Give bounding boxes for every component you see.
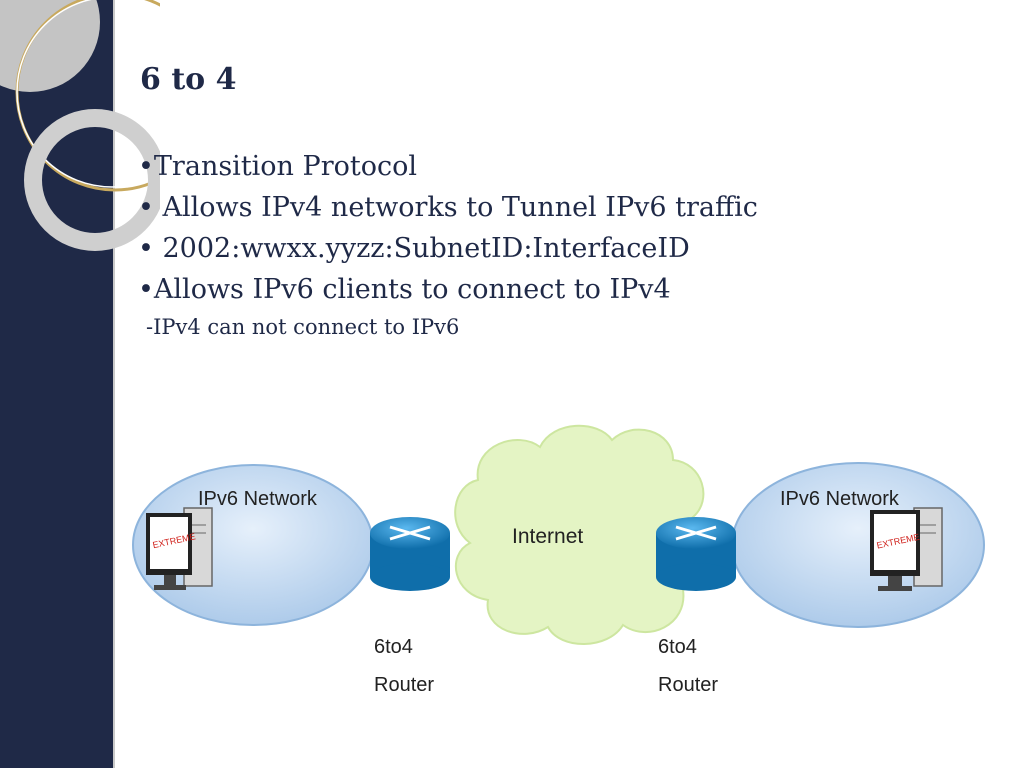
right-computer-icon: EXTREME (870, 507, 943, 591)
cloud-label: Internet (512, 525, 583, 548)
left-router-label: 6to4 (374, 636, 413, 658)
right-router-label: Router (658, 674, 718, 696)
left-computer-icon: EXTREME (146, 507, 213, 590)
slide-title: 6 to 4 (140, 62, 237, 97)
right-network-label: IPv6 Network (780, 488, 900, 510)
internet-cloud: Internet (454, 424, 710, 645)
network-diagram: IPv6 Network IPv6 Network Internet 6to4 … (132, 424, 985, 696)
sidebar-divider (113, 0, 115, 768)
left-network-label: IPv6 Network (198, 488, 318, 510)
bullet-item: • Allows IPv4 networks to Tunnel IPv6 tr… (138, 192, 758, 223)
right-ipv6-network: IPv6 Network (731, 462, 985, 628)
bullet-item: •Transition Protocol (138, 151, 417, 182)
decorative-rings (0, 0, 160, 251)
bullet-item: • 2002:wwxx.yyzz:SubnetID:InterfaceID (138, 233, 690, 264)
right-router-icon (656, 517, 736, 591)
left-router-label: Router (374, 674, 434, 696)
left-router-icon (370, 517, 450, 591)
right-router-label: 6to4 (658, 636, 697, 658)
sub-note: -IPv4 can not connect to IPv6 (146, 315, 460, 339)
bullet-list: •Transition Protocol • Allows IPv4 netwo… (138, 146, 758, 310)
bullet-item: •Allows IPv6 clients to connect to IPv4 (138, 274, 671, 305)
